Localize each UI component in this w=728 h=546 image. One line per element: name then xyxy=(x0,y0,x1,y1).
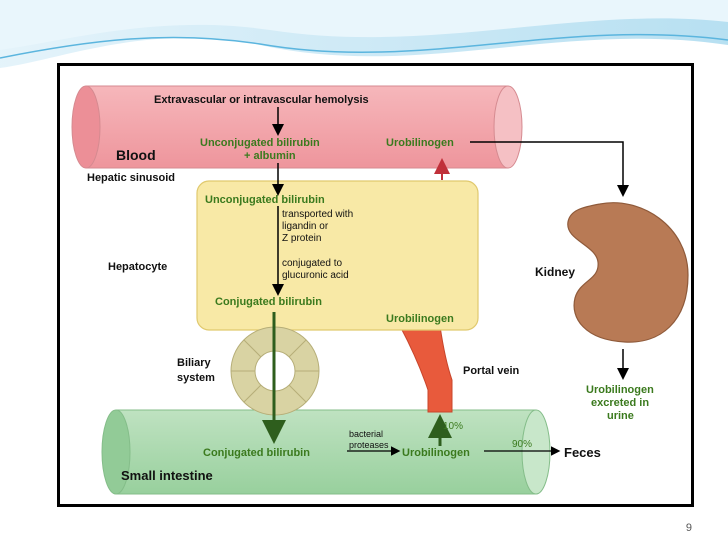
urine-line1: Urobilinogen xyxy=(586,384,654,396)
percent-10-label: 10% xyxy=(443,421,463,432)
bacterial-line1: bacterial xyxy=(349,429,383,439)
transport-line2: ligandin or xyxy=(282,221,329,232)
transport-line1: transported with xyxy=(282,209,353,220)
urobilinogen-intestine-label: Urobilinogen xyxy=(402,447,470,459)
unconjugated-hepatocyte-label: Unconjugated bilirubin xyxy=(205,194,325,206)
unconjugated-albumin-line2: + albumin xyxy=(244,150,296,162)
blood-label: Blood xyxy=(116,147,156,163)
urobilinogen-blood-label: Urobilinogen xyxy=(386,137,454,149)
conjugated-hepatocyte-label: Conjugated bilirubin xyxy=(215,296,322,308)
hepatic-sinusoid-label: Hepatic sinusoid xyxy=(87,172,175,184)
urine-line3: urine xyxy=(607,410,634,422)
header-wave-line xyxy=(0,33,728,59)
hepatocyte-box xyxy=(196,180,479,331)
conjugate-line2: glucuronic acid xyxy=(282,270,349,281)
conjugate-line1: conjugated to xyxy=(282,258,342,269)
blood-vessel xyxy=(71,85,523,169)
urine-line2: excreted in xyxy=(591,397,649,409)
unconjugated-albumin-line1: Unconjugated bilirubin xyxy=(200,137,320,149)
arrow-blood-to-kidney xyxy=(470,141,629,197)
urobilinogen-hepatocyte-label: Urobilinogen xyxy=(386,313,454,325)
hemolysis-label: Extravascular or intravascular hemolysis xyxy=(154,94,369,106)
feces-label: Feces xyxy=(564,445,601,460)
conjugated-intestine-label: Conjugated bilirubin xyxy=(203,447,310,459)
portal-vein-label: Portal vein xyxy=(463,365,520,377)
biliary-line1: Biliary xyxy=(177,357,212,369)
transport-line3: Z protein xyxy=(282,233,321,244)
small-intestine-tube xyxy=(101,409,551,495)
kidney-label: Kidney xyxy=(535,265,575,279)
small-intestine-label: Small intestine xyxy=(121,468,213,483)
kidney-shape xyxy=(567,202,689,343)
hepatocyte-label: Hepatocyte xyxy=(108,261,167,273)
portal-vein-shape xyxy=(399,325,453,413)
percent-90-label: 90% xyxy=(512,439,532,450)
biliary-line2: system xyxy=(177,372,215,384)
page-number: 9 xyxy=(685,522,692,534)
bacterial-line2: proteases xyxy=(349,440,389,450)
header-wave-front xyxy=(0,0,728,50)
